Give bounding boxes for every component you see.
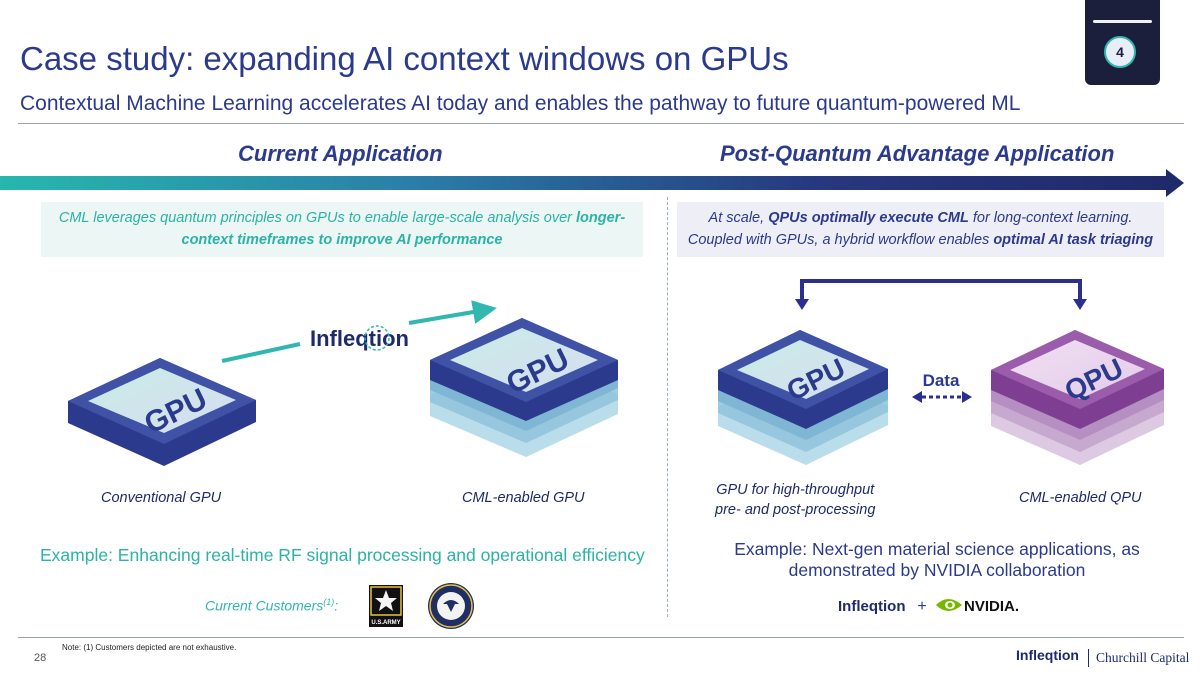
current-desc-text: CML leverages quantum principles on GPUs… [58, 210, 577, 227]
nvidia-eye-icon [936, 599, 962, 611]
customers-text: Current Customers [205, 597, 324, 614]
current-desc-bold: longer-context timeframes to improve AI … [181, 210, 626, 248]
footnote: Note: (1) Customers depicted are not exh… [62, 643, 237, 652]
page-tab: 4 [1085, 0, 1160, 85]
data-label: Data [923, 371, 960, 390]
label-cml-qpu: CML-enabled QPU [1019, 490, 1142, 506]
footer-separator [1088, 649, 1089, 667]
heading-current-application: Current Application [238, 141, 443, 166]
customers-footnote: (1) [323, 597, 335, 607]
page-title: Case study: expanding AI context windows… [20, 40, 789, 77]
star-icon [375, 590, 397, 611]
example-pq-line2: demonstrated by NVIDIA collaboration [788, 560, 1086, 580]
pq-desc-bold-1: QPUs optimally execute CML [768, 210, 969, 227]
arrow-segment-right [408, 300, 497, 325]
timeline-arrow [0, 176, 1168, 190]
partner-infleqtion: Infleqtion [838, 598, 906, 615]
bottom-rule [18, 637, 1184, 638]
partner-nvidia: NVIDIA. [964, 598, 1019, 615]
footer-infleqtion-logo: Infleqtion [1016, 647, 1079, 663]
label-hybrid-gpu-line2: pre- and post-processing [715, 501, 876, 518]
us-navy-seal [428, 583, 474, 629]
tab-divider [1093, 20, 1152, 23]
partner-plus: + [917, 598, 926, 615]
infleqtion-wordmark: Infleqtion [310, 326, 409, 351]
army-text: U.S.ARMY [371, 620, 400, 626]
cml-gpu-chip: GPU [430, 318, 618, 457]
conventional-gpu-chip: GPU [68, 358, 256, 466]
pq-desc-bold-2: optimal AI task triaging [993, 231, 1154, 248]
footer-churchill-logo: Churchill Capital [1096, 650, 1190, 665]
page-subtitle: Contextual Machine Learning accelerates … [20, 92, 1021, 115]
timeline-arrow-head [1166, 169, 1184, 197]
top-rule [18, 123, 1184, 124]
arrow-segment-left [221, 342, 301, 363]
page-number: 28 [34, 652, 47, 664]
label-hybrid-gpu-line1: GPU for high-throughput [716, 482, 875, 498]
current-description-box: CML leverages quantum principles on GPUs… [41, 202, 643, 257]
partner-logos: Infleqtion + NVIDIA. [838, 598, 1019, 615]
section-divider [667, 197, 668, 617]
pq-desc-text-2: for long-context learning. [968, 210, 1133, 227]
pq-desc-text-3: Coupled with GPUs, a hybrid workflow ena… [687, 231, 994, 248]
customers-colon: : [334, 597, 339, 614]
qpu-chip: QPU [991, 330, 1164, 465]
example-post-quantum: Example: Next-gen material science appli… [700, 539, 1174, 581]
current-customers-label: Current Customers(1): [205, 597, 338, 614]
example-current: Example: Enhancing real-time RF signal p… [40, 545, 645, 565]
example-pq-line1: Example: Next-gen material science appli… [734, 539, 1140, 559]
eagle-seal-icon [443, 600, 459, 612]
pq-desc-text-1: At scale, [708, 210, 769, 227]
hybrid-gpu-chip: GPU [718, 330, 888, 465]
label-conventional-gpu: Conventional GPU [101, 490, 222, 506]
heading-post-quantum-application: Post-Quantum Advantage Application [720, 141, 1115, 166]
label-cml-gpu: CML-enabled GPU [462, 490, 585, 506]
us-army-logo: U.S.ARMY [369, 585, 403, 627]
post-quantum-description-box: At scale, QPUs optimally execute CML for… [677, 202, 1164, 257]
page-badge: 4 [1104, 36, 1136, 68]
bidirectional-arrow-icon [912, 391, 972, 403]
data-flow-bracket [795, 279, 1087, 310]
label-hybrid-gpu: GPU for high-throughput pre- and post-pr… [715, 481, 875, 520]
infleqtion-logo: Infleqtion [310, 325, 409, 351]
